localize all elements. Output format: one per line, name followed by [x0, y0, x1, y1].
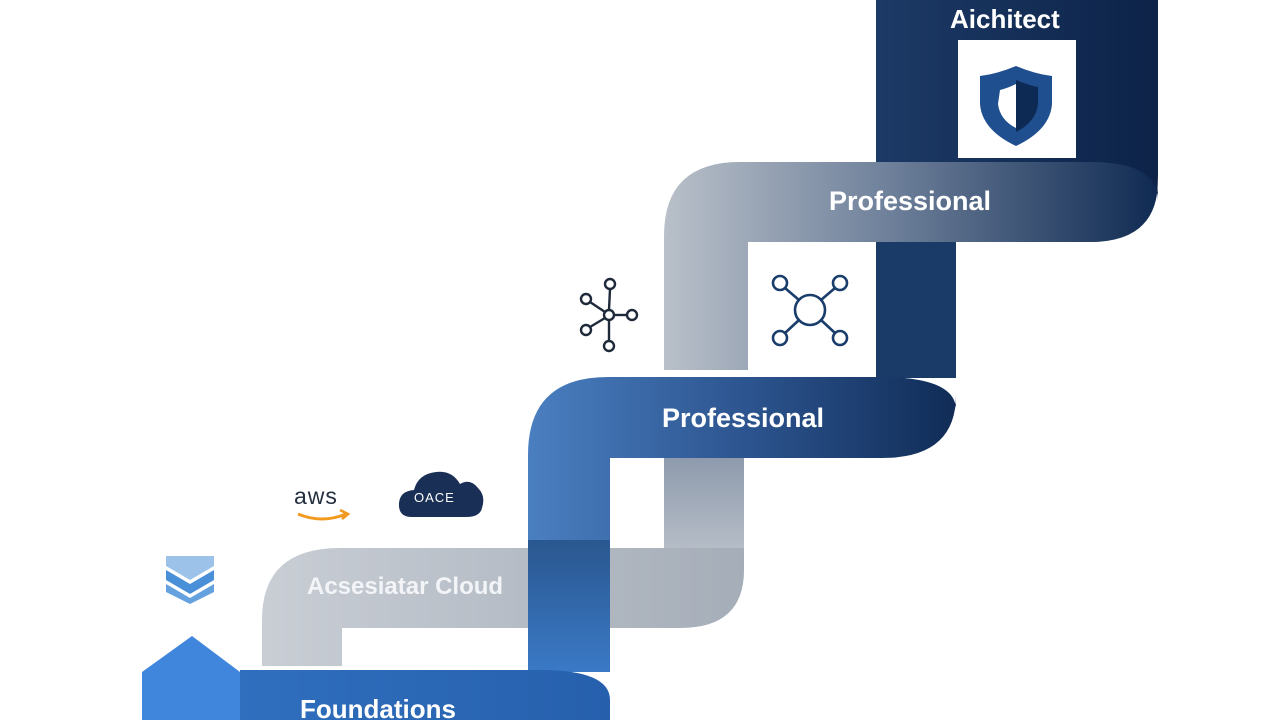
aws-logo-text: aws: [294, 483, 338, 509]
connector-navy: [876, 242, 956, 378]
network-card: [748, 242, 876, 370]
stage-professional-upper-label: Professional: [829, 186, 992, 216]
cloud-logo-text: OACE: [414, 490, 455, 505]
cloud-logo: [398, 471, 484, 517]
connector-blue: [528, 540, 610, 672]
stage-architect-label: Aichitect: [950, 4, 1060, 34]
professional-upper-band: [664, 162, 1158, 370]
associate-band: [262, 548, 744, 666]
up-arrow-icon: [142, 636, 240, 720]
aws-logo: [297, 512, 347, 521]
molecule-icon: [579, 277, 639, 353]
stage-associate-label: Acsesiatar Cloud: [307, 573, 504, 600]
stage-professional-lower-label: Professional: [662, 403, 825, 433]
connector-grey: [664, 458, 744, 550]
network-icon: [771, 274, 849, 347]
stack-layers-icon: [166, 556, 214, 604]
foundations-band: [240, 670, 610, 720]
stage-foundations-label: Foundations: [300, 694, 456, 724]
shield-icon: [980, 66, 1052, 146]
